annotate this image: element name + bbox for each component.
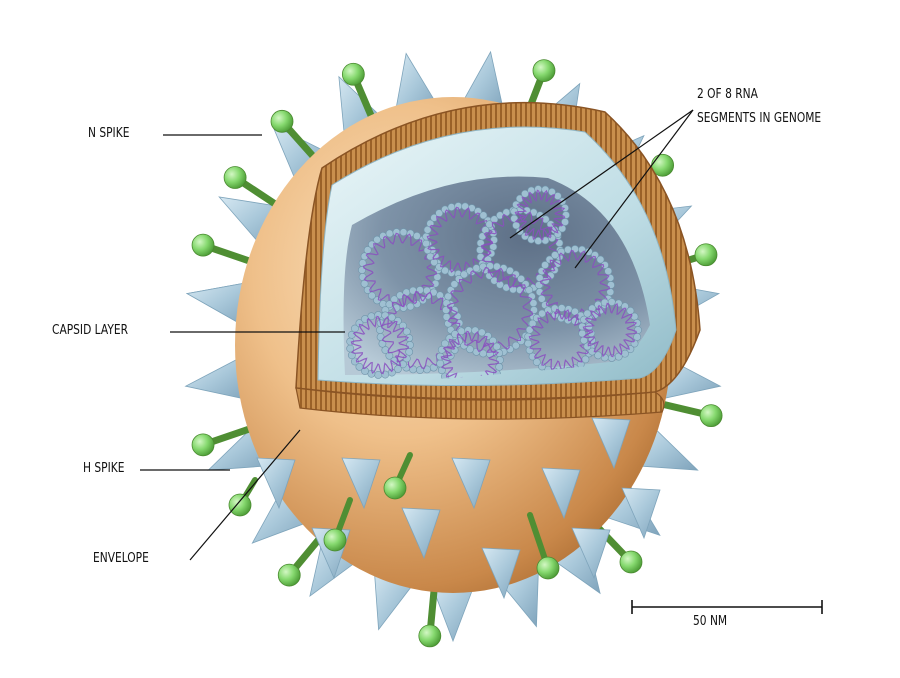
- h-spike-icon: [481, 547, 521, 600]
- n-spike-icon: [527, 512, 560, 580]
- n-spike-icon: [418, 581, 442, 648]
- h-spike-icon: [571, 527, 611, 580]
- h-spike-icon: [591, 417, 631, 470]
- h-spike-icon: [341, 457, 381, 510]
- h-spike-icon: [541, 467, 581, 520]
- n-spike-icon: [270, 109, 321, 165]
- n-spike-icon: [191, 233, 258, 267]
- n-spike-icon: [341, 62, 378, 126]
- n-spike-icon: [383, 452, 413, 500]
- n-spike-icon: [277, 531, 327, 587]
- n-spike-icon: [191, 423, 258, 457]
- capsid-layer-label: CAPSID LAYER: [52, 323, 128, 338]
- scale-bar: [631, 600, 823, 614]
- envelope-label: ENVELOPE: [93, 551, 149, 566]
- scale-label: 50 NM: [693, 614, 728, 629]
- h-spike-icon: [621, 487, 661, 540]
- rna-label-line2: SEGMENTS IN GENOME: [697, 111, 822, 126]
- rna-label-line1: 2 OF 8 RNA: [697, 87, 758, 102]
- n-spike-icon: [223, 166, 284, 211]
- h-spike-icon: [401, 507, 441, 560]
- h-spike-icon: [451, 457, 491, 510]
- h-spike-label: H SPIKE: [83, 461, 125, 476]
- n-spike-icon: [323, 497, 353, 552]
- n-spike-label: N SPIKE: [88, 126, 130, 141]
- n-spike-icon: [654, 399, 723, 428]
